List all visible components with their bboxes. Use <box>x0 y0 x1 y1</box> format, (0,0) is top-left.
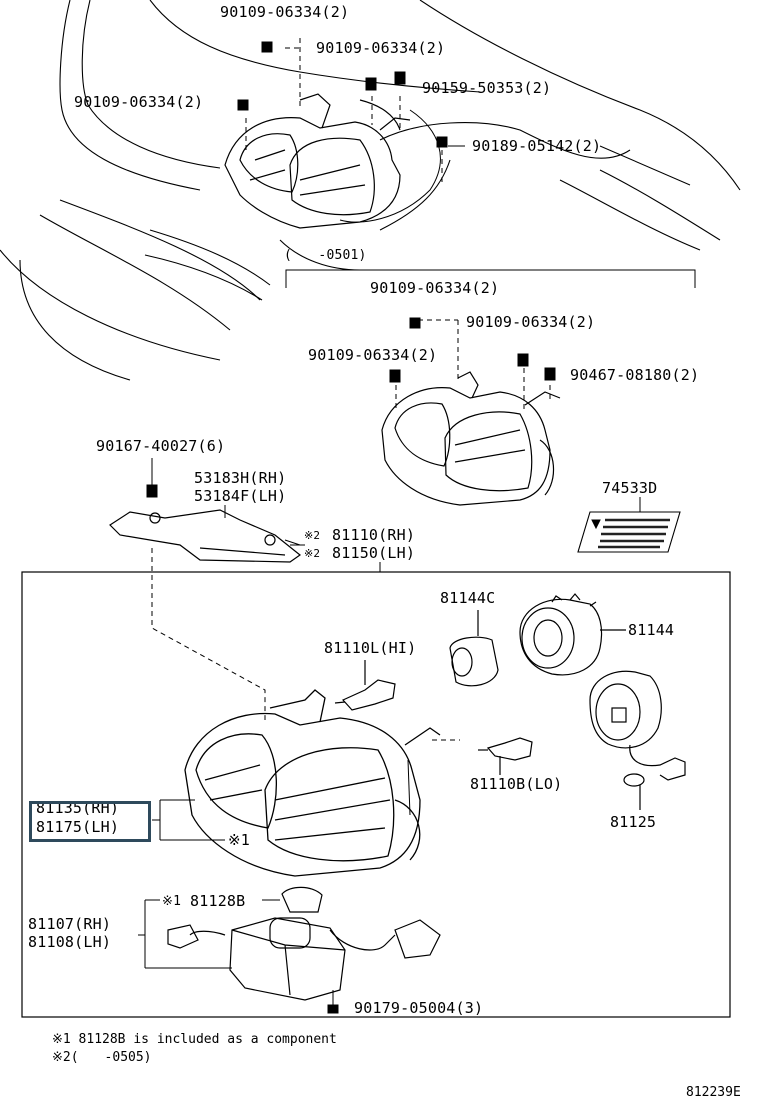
label-variant-bolt-c: 90109-06334(2) <box>308 346 438 364</box>
mark-lamp-component: ※1 <box>228 831 250 849</box>
label-bolt-c: 90109-06334(2) <box>74 93 204 111</box>
label-bolt-a: 90109-06334(2) <box>220 3 350 21</box>
leader-solid-top <box>448 145 691 186</box>
caution-label-drawing <box>577 511 681 553</box>
bolt-icons-variant <box>389 317 556 383</box>
label-bracket-lh: 53184F(LH) <box>194 487 287 505</box>
label-bolt-b: 90109-06334(2) <box>316 39 446 57</box>
bulb-lo-drawing <box>478 737 533 775</box>
footnote-1: ※1 81128B is included as a component <box>52 1032 337 1047</box>
cap-81125-drawing <box>589 670 686 810</box>
ballast-drawing <box>167 886 441 1001</box>
nut-icon <box>327 1004 339 1014</box>
label-caution: 74533D <box>602 479 658 497</box>
highlight-box-81175 <box>29 801 151 842</box>
leader-lines-variant <box>395 319 551 410</box>
bulb-hi-drawing <box>334 660 396 711</box>
label-81144c: 81144C <box>440 589 496 607</box>
socket-81144c-drawing <box>449 610 499 687</box>
label-81125: 81125 <box>610 813 657 831</box>
label-81110l: 81110L(HI) <box>324 639 417 657</box>
vehicle-body-outline <box>0 0 741 381</box>
label-81107: 81107(RH) <box>28 915 112 933</box>
label-assembly-rh: 81110(RH) <box>332 526 416 544</box>
lamp-part-leaders <box>152 759 411 841</box>
headlamp-main <box>184 689 441 877</box>
label-assembly-lh: 81150(LH) <box>332 544 416 562</box>
bracket-to-lamp-leader <box>151 548 266 720</box>
mark-assembly-lh: ※2 <box>304 547 321 560</box>
label-variant-screw: 90467-08180(2) <box>570 366 700 384</box>
footnote-2: ※2( -0505) <box>52 1050 152 1065</box>
label-81144: 81144 <box>628 621 675 639</box>
ballast-leaders <box>138 899 334 1007</box>
label-bracket-rh: 53183H(RH) <box>194 469 287 487</box>
headlamp-variant <box>381 371 561 506</box>
label-variant-bolt-a: 90109-06334(2) <box>370 279 500 297</box>
label-81110b: 81110B(LO) <box>470 775 563 793</box>
headlamp-top-shroud <box>339 109 441 223</box>
label-nut-90179: 90179-05004(3) <box>354 999 484 1017</box>
label-variant-bolt-b: 90109-06334(2) <box>466 313 596 331</box>
mark-assembly-rh: ※2 <box>304 529 321 542</box>
assembly-frame <box>21 571 731 1018</box>
label-variant-range: ( -0501) <box>284 248 367 263</box>
bolt-icons-top <box>237 41 448 148</box>
leader-lines-top <box>245 38 443 185</box>
cap-81144-drawing <box>519 593 626 676</box>
mark-81128b: ※1 <box>162 894 182 909</box>
label-81175: 81175(LH) <box>36 818 120 836</box>
label-nut: 90189-05142(2) <box>472 137 602 155</box>
label-clip: 90167-40027(6) <box>96 437 226 455</box>
label-81108: 81108(LH) <box>28 933 112 951</box>
label-screw: 90159-50353(2) <box>422 79 552 97</box>
figure-id: 812239E <box>686 1085 741 1100</box>
bracket-part <box>109 509 302 563</box>
bracket-leader-2 <box>284 539 301 546</box>
label-81128b: 81128B <box>190 892 246 910</box>
headlamp-top <box>224 93 411 229</box>
clip-icon <box>146 484 158 498</box>
variant-bracket-line <box>285 269 696 288</box>
